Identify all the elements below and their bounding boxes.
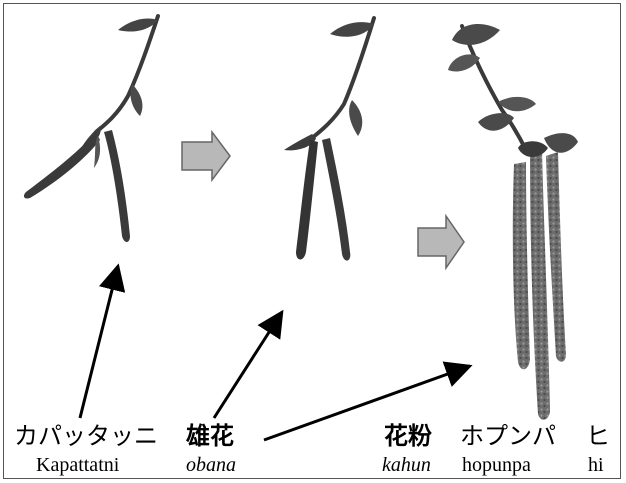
label-obana-romaji: obana <box>186 455 236 475</box>
line-arrow-icon <box>214 312 282 418</box>
catkin-stage-male <box>284 18 374 261</box>
label-kapattatni-japanese: カパッタッニ <box>14 424 158 448</box>
label-hi-japanese: ヒ <box>586 424 610 448</box>
right-block-arrow-icon <box>418 216 464 268</box>
label-hopunpa-japanese: ホプンパ <box>460 424 556 448</box>
line-arrow-icon <box>264 366 470 440</box>
catkin-stage-pollen <box>448 24 578 420</box>
label-kahun-romaji: kahun <box>382 455 431 475</box>
label-kapattatni-romaji: Kapattatni <box>36 455 119 475</box>
label-obana-japanese: 雄花 <box>186 424 234 448</box>
label-kahun-japanese: 花粉 <box>384 424 432 448</box>
label-hopunpa-romaji: hopunpa <box>462 455 531 475</box>
right-block-arrow-icon <box>182 132 230 180</box>
label-hi-romaji: hi <box>588 455 604 475</box>
catkin-stage-young <box>24 16 158 242</box>
line-arrow-icon <box>80 266 118 418</box>
